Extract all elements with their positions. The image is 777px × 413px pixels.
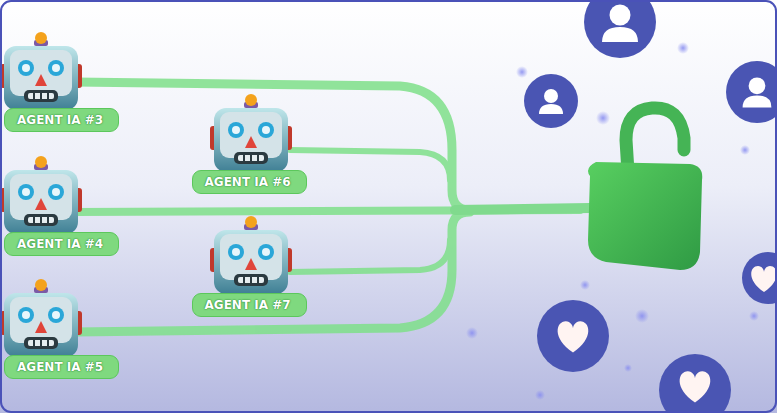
people-circles bbox=[524, 0, 777, 413]
agent-label: AGENT IA #5 bbox=[4, 355, 119, 379]
agent-label: AGENT IA #4 bbox=[4, 232, 119, 256]
agent-label: AGENT IA #6 bbox=[192, 170, 307, 194]
agent-name: AGENT IA #5 bbox=[17, 360, 103, 374]
merging-lines bbox=[75, 82, 590, 332]
agent-label: AGENT IA #7 bbox=[192, 293, 307, 317]
agent-label: AGENT IA #3 bbox=[4, 108, 119, 132]
agent-name: AGENT IA #4 bbox=[17, 237, 103, 251]
agent-name: AGENT IA #6 bbox=[205, 175, 291, 189]
agent-name: AGENT IA #3 bbox=[17, 113, 103, 127]
sparkles bbox=[466, 42, 759, 400]
open-padlock bbox=[588, 108, 702, 270]
agent-name: AGENT IA #7 bbox=[205, 298, 291, 312]
robots bbox=[0, 32, 292, 357]
